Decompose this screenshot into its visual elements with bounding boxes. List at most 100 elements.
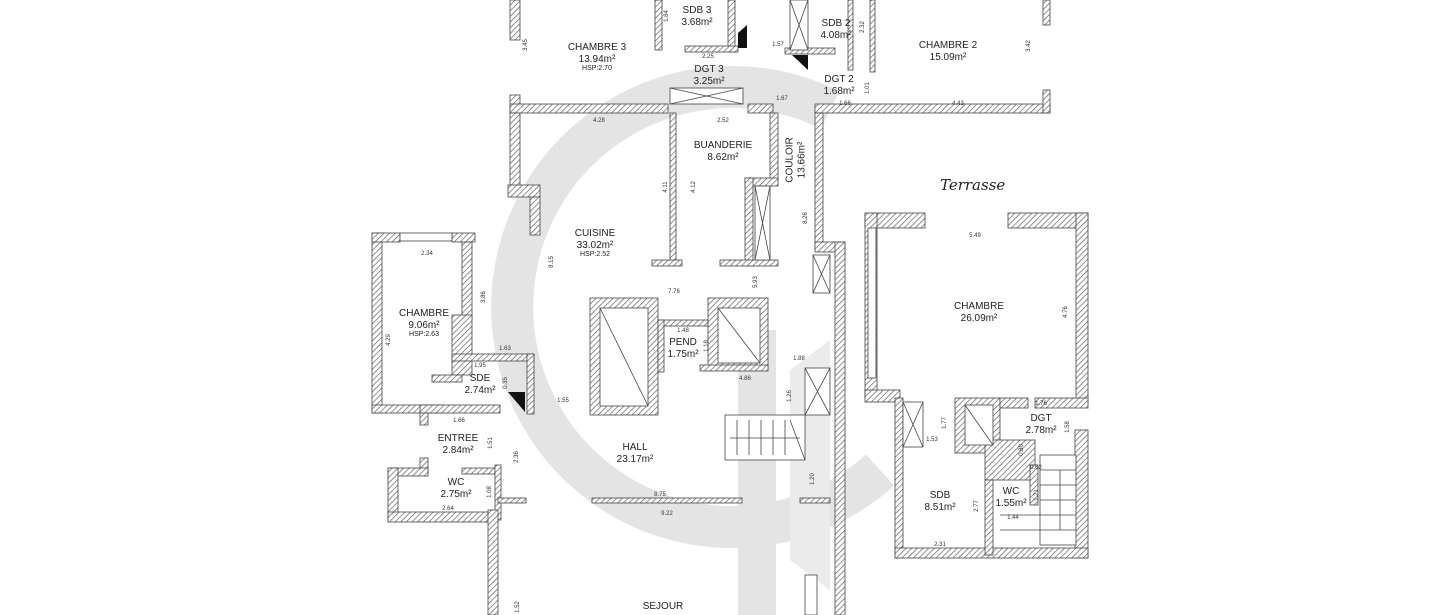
dimension-label: 1.95 [474, 363, 486, 369]
room-name: SDB 2 [821, 18, 851, 29]
dimension-label: 2.34 [421, 251, 433, 257]
room-area: 13.66m² [796, 141, 807, 179]
dimension-label: 9.22 [661, 511, 673, 517]
room-area: 8.51m² [924, 501, 956, 513]
room-area: 15.09m² [929, 51, 967, 63]
room-name: BUANDERIE [693, 140, 753, 151]
room-area: 13.94m² [578, 53, 616, 65]
dimension-label: 5.49 [969, 233, 981, 239]
room-area: 1.75m² [667, 348, 699, 360]
dimension-label: 1.67 [776, 96, 788, 102]
room-area: 3.25m² [693, 75, 725, 87]
dimension-label: 4.29 [386, 334, 392, 346]
room-name: CHAMBRE [398, 308, 450, 319]
room-name: HALL [622, 442, 648, 453]
dimension-label: 2.31 [934, 542, 946, 548]
terrace-label: Terrasse [940, 176, 1006, 194]
room-area: 23.17m² [616, 453, 654, 465]
dimension-label: 8.75 [654, 492, 666, 498]
dimension-label: 1.51 [488, 437, 494, 449]
dimension-label: 1.52 [515, 601, 521, 613]
room-name: WC [1002, 486, 1020, 497]
room-name: DGT 2 [824, 74, 854, 85]
dimension-label: 4.76 [1063, 306, 1069, 318]
dimension-label: 0.62 [1030, 465, 1042, 471]
dimension-label: 1.44 [1007, 515, 1019, 521]
dimension-label: 5.93 [753, 276, 759, 288]
dimension-label: 1.01 [865, 82, 871, 94]
dimension-label: 1.66 [453, 418, 465, 424]
room-name: SDB 3 [682, 5, 712, 16]
dimension-label: 3.42 [1026, 40, 1032, 52]
room-area: 2.75m² [440, 488, 472, 500]
dimension-label: 2.77 [974, 500, 980, 512]
dimension-label: 1.18 [704, 340, 710, 352]
dimension-label: 4.86 [739, 376, 751, 382]
room-height: HSP:2.70 [582, 65, 612, 72]
room-area: 1.68m² [823, 85, 855, 97]
dimension-label: 1.58 [1065, 421, 1071, 433]
room-name: WC [447, 477, 465, 488]
dimension-label: 3.86 [481, 291, 487, 303]
dimension-label: 1.66 [839, 101, 851, 107]
dimension-label: 1.57 [772, 42, 784, 48]
dimension-label: 7.76 [668, 289, 680, 295]
room-area: 2.84m² [442, 444, 474, 456]
dimension-label: 0.35 [503, 377, 509, 389]
room-area: 1.55m² [995, 497, 1027, 509]
dimension-label: 2.52 [717, 118, 729, 124]
dimension-label: 4.28 [593, 118, 605, 124]
dimension-label: 1.55 [557, 398, 569, 404]
room-sejour: SEJOUR [643, 601, 684, 613]
room-name: DGT 3 [694, 64, 724, 75]
room-height: HSP:2.63 [409, 331, 439, 338]
dimension-label: 8.26 [803, 212, 809, 224]
room-name: CUISINE [574, 228, 616, 239]
dimension-label: 1.84 [664, 10, 670, 22]
room-name: SDB [929, 490, 951, 501]
dimension-label: 3.45 [523, 39, 529, 51]
room-area: 8.62m² [707, 151, 739, 163]
room-area: 2.78m² [1025, 424, 1057, 436]
dimension-label: 1.63 [499, 346, 511, 352]
room-name: SEJOUR [642, 601, 684, 612]
dimension-label: 1.21 [1034, 489, 1040, 501]
dimension-label: 1.53 [926, 437, 938, 443]
room-name: CHAMBRE [953, 301, 1005, 312]
dimension-label: 4.43 [952, 101, 964, 107]
room-area: 33.02m² [576, 239, 614, 251]
room-name: COULOIR [784, 137, 796, 183]
room-name: PEND [669, 337, 697, 348]
dimension-label: 2.32 [860, 21, 866, 33]
dimension-label: 2.64 [442, 506, 454, 512]
dimension-label: 8.15 [549, 256, 555, 268]
room-area: 26.09m² [960, 312, 998, 324]
dimension-label: 2.25 [702, 54, 714, 60]
dimension-label: 1.48 [677, 328, 689, 334]
shafts [508, 25, 808, 412]
room-height: HSP:2.52 [580, 251, 610, 258]
dimension-label: 1.08 [487, 486, 493, 498]
room-area: 9.06m² [408, 319, 440, 331]
fixtures [399, 0, 1077, 615]
dimension-label: 0.80 [1019, 444, 1025, 456]
dimension-label: 1.88 [793, 356, 805, 362]
dimension-label: 1.20 [810, 473, 816, 485]
